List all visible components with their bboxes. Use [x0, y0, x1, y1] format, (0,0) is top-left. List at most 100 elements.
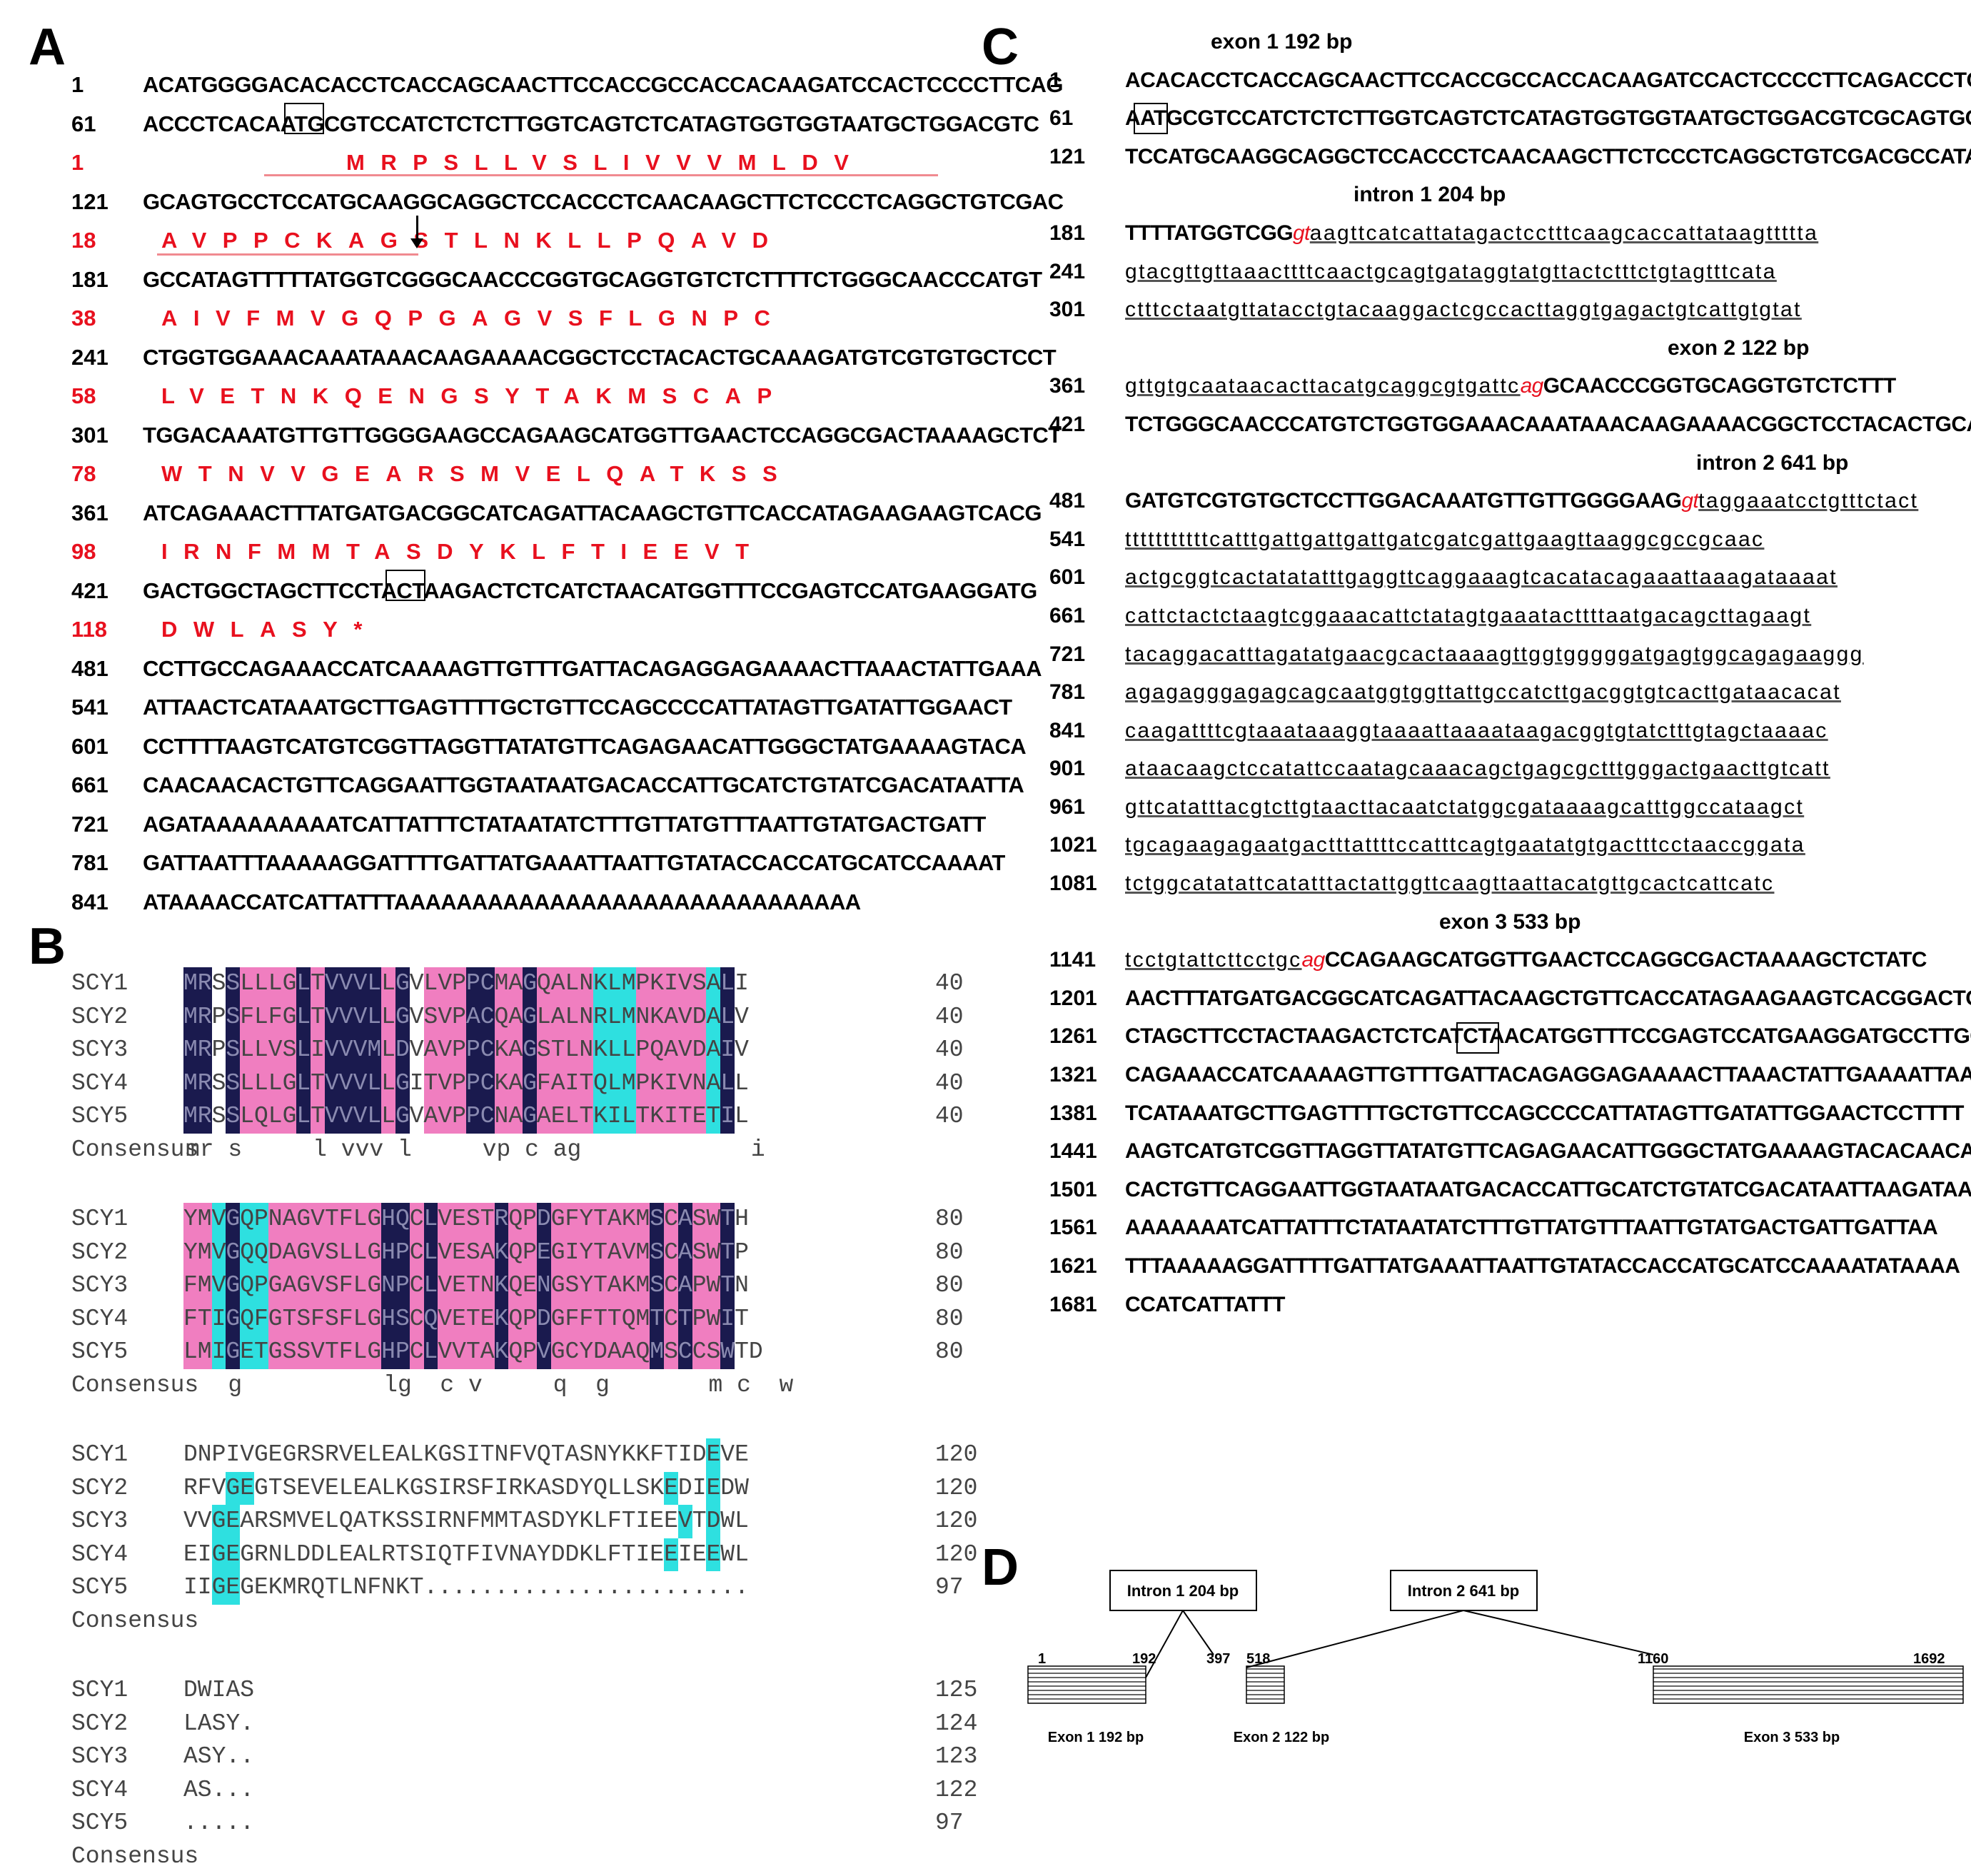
consensus-label: Consensus: [71, 1842, 199, 1870]
alignment-row: SCY3 FMVGQPGAGVSFLGNPCLVETNKQENGSYTAKMSCA…: [71, 1269, 999, 1303]
sequence-name: SCY3: [71, 1272, 128, 1298]
aligned-sequence: MRSSLLLGLTVVVLLGVLVPPCMAGQALNKLMPKIVSALI: [183, 967, 749, 1001]
aligned-sequence: LMIGETGSSVTFLGHPCLVVTAKQPVGCYDAAQMSCCSWT…: [183, 1336, 763, 1369]
nucleotide-sequence: CCTTGCCAGAAACCATCAAAAGTTGTTTGATTACAGAGGA…: [143, 655, 1042, 681]
position-number: 601: [71, 733, 109, 759]
position-number: 1561: [1049, 1216, 1097, 1240]
exon-sequence: AAGTCATGTCGGTTAGGTTATATGTTCAGAGAACATTGGG…: [1125, 1139, 1971, 1164]
intron-sequence: taggaaatcctgtttctact: [1698, 489, 1919, 513]
aligned-sequence: YMVGQPNAGVTFLGHQCLVESTRQPDGFYTAKMSCASWTH: [183, 1203, 749, 1236]
aligned-sequence: EIGEGRNLDDLEALRTSIQTFIVNAYDDKLFTIEEIEEWL: [183, 1538, 749, 1571]
residue-count: 120: [935, 1441, 978, 1468]
position-number: 1: [71, 150, 84, 175]
exon-3-label: Exon 3 533 bp: [1744, 1730, 1840, 1745]
amino-acid-sequence: DWLASY*: [161, 617, 378, 642]
exon-block-1: [1027, 1665, 1146, 1704]
genomic-row: 1681 CCATCATTATTT: [1049, 1286, 1956, 1324]
genomic-sequence: CTAGCTTCCTACTAAGACTCTCATCTAACATGGTTTCCGA…: [1125, 1017, 1971, 1056]
position-number: 841: [71, 889, 109, 914]
position-number: 241: [1049, 259, 1086, 283]
genomic-sequence: tttttttttttcatttgattgattgattgatcgatcgatt…: [1125, 520, 1764, 559]
amino-acid-sequence: MRPSLLVSLIVVVMLDV: [346, 150, 865, 175]
aligned-sequence: .....: [183, 1810, 254, 1836]
position-number: 1621: [1049, 1254, 1097, 1278]
sequence-name: SCY1: [71, 970, 128, 997]
nucleotide-sequence: GATTAATTTAAAAAGGATTTTGATTATGAAATTAATTGTA…: [143, 850, 1005, 875]
position-number: 1681: [1049, 1292, 1097, 1316]
genomic-sequence: cattctactctaagtcggaaacattctatagtgaaatact…: [1125, 597, 1811, 635]
position-number: 1381: [1049, 1101, 1097, 1125]
pos-label: 518: [1246, 1651, 1270, 1667]
genomic-sequence: tcctgtattcttcctgcagCCAGAAGCATGGTTGAACTCC…: [1125, 941, 1927, 979]
genomic-row: 1561 AAAAAAATCATTATTTCTATAATATCTTTGTTATGT…: [1049, 1209, 1956, 1247]
gene-structure-diagram: Intron 1 204 bp Intron 2 641 bp 1 192 39…: [1027, 1570, 1964, 1745]
intron-sequence: tctggcatatattcatatttactattggttcaagttaatt…: [1125, 872, 1775, 896]
intron-2-line-right: [1463, 1610, 1654, 1655]
nucleotide-sequence: GACTGGCTAGCTTCCTACTAAGACTCTCATCTAACATGGT…: [143, 578, 1037, 603]
sequence-name: SCY1: [71, 1206, 128, 1232]
position-number: 118: [71, 617, 108, 642]
position-number: 661: [1049, 603, 1086, 627]
genomic-sequence: caagattttcgtaaataaaggtaaaattaaaataagacgg…: [1125, 712, 1828, 750]
position-number: 1: [71, 72, 84, 97]
stop-codon-box: [385, 570, 425, 601]
sequence-name: SCY2: [71, 1239, 128, 1266]
residue-count: 124: [935, 1710, 978, 1737]
position-number: 1201: [1049, 986, 1097, 1010]
position-number: 781: [71, 850, 109, 875]
residue-count: 120: [935, 1508, 978, 1534]
aligned-sequence: MRSSLLLGLTVVVLLGITVPPCKAGFAITQLMPKIVNALL: [183, 1066, 749, 1100]
splice-site: ag: [1520, 374, 1544, 398]
position-number: 601: [1049, 565, 1086, 590]
intron-sequence: actgcggtcactatatatttgaggttcaggaaagtcacat…: [1125, 565, 1838, 590]
region-label: intron 2 641 bp: [1696, 450, 1849, 475]
nucleotide-sequence: AGATAAAAAAAAATCATTATTTCTATAATATCTTTGTTAT…: [143, 811, 986, 837]
position-number: 421: [1049, 412, 1086, 436]
genomic-row: 241 gtacgttgttaaacttttcaactgcagtgataggtat…: [1049, 253, 1956, 291]
position-number: 1021: [1049, 833, 1097, 857]
nucleotide-sequence: GCCATAGTTTTTATGGTCGGGCAACCCGGTGCAGGTGTCT…: [143, 266, 1042, 292]
consensus-label: Consensus: [71, 1371, 199, 1398]
position-number: 98: [71, 539, 96, 564]
genomic-sequence: AAAAAAATCATTATTTCTATAATATCTTTGTTATGTTTAA…: [1125, 1209, 1938, 1247]
position-number: 38: [71, 306, 96, 331]
amino-acid-sequence: WTNVVGEARSMVELQATKSS: [161, 461, 794, 486]
panel-label-d: D: [982, 1539, 1019, 1596]
aligned-sequence: FMVGQPGAGVSFLGNPCLVETNKQENGSYTAKMSCAPWTN: [183, 1269, 749, 1303]
pos-label: 397: [1206, 1651, 1230, 1667]
exon-sequence: CCATCATTATTT: [1125, 1292, 1285, 1316]
position-number: 781: [1049, 680, 1086, 705]
position-number: 121: [1049, 144, 1086, 168]
position-number: 721: [71, 811, 109, 837]
alignment-block: SCY1 MRSSLLLGLTVVVLLGVLVPPCMAGQALNKLMPKIV…: [71, 967, 999, 1166]
nucleotide-sequence: CAACAACACTGTTCAGGAATTGGTAATAATGACACCATTG…: [143, 772, 1024, 797]
genomic-sequence: gttgtgcaataacacttacatgcaggcgtgattcagGCAA…: [1125, 367, 1896, 405]
sequence-name: SCY4: [71, 1069, 128, 1096]
pos-label: 192: [1132, 1651, 1156, 1667]
genomic-sequence: tacaggacatttagatatgaacgcactaaaagttggtggg…: [1125, 635, 1864, 674]
aligned-sequence: DWIAS: [183, 1677, 254, 1703]
sequence-name: SCY5: [71, 1338, 128, 1365]
genomic-sequence: gtacgttgttaaacttttcaactgcagtgataggtatgtt…: [1125, 253, 1777, 291]
position-number: 301: [71, 422, 109, 448]
genomic-sequence: TCCATGCAAGGCAGGCTCCACCCTCAACAAGCTTCTCCCT…: [1125, 138, 1971, 176]
position-number: 241: [71, 344, 109, 370]
